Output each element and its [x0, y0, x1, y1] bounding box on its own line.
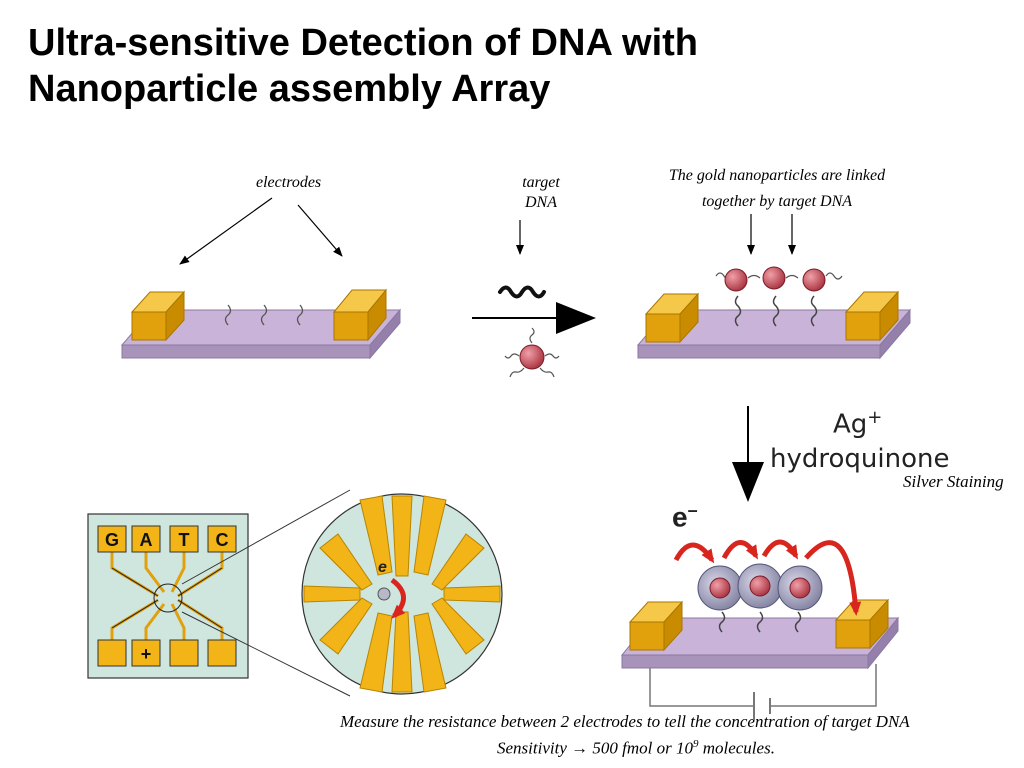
chip-pad-G: G [97, 525, 127, 553]
chip-array: G A T C + [87, 513, 249, 679]
gold-label-line2: together by target DNA [701, 193, 853, 210]
sensitivity-caption: Sensitivity → 500 fmol or 109 molecules. [497, 738, 775, 759]
silver-stained-device [620, 539, 900, 720]
chip-pad-A-label: A [140, 530, 153, 550]
chip-pad-T: T [169, 525, 199, 553]
electrodes-pointer-right [297, 204, 343, 257]
substrate-front [121, 344, 371, 359]
dna-link [785, 274, 799, 279]
gold-nanoparticle [762, 266, 786, 290]
electrodes-label: electrodes [256, 174, 322, 191]
target-dna-label-line1: target [522, 174, 560, 191]
zoom-line-top [181, 489, 351, 585]
magnified-electron-arrow [390, 577, 406, 619]
staining-arrow-head [732, 462, 764, 502]
dna-link [772, 295, 780, 327]
target-dna-strand-icon [498, 285, 546, 299]
probe-strand [224, 304, 232, 326]
measure-caption: Measure the resistance between 2 electro… [340, 712, 910, 731]
sensitivity-exponent: 9 [692, 738, 699, 750]
electron-superscript: – [687, 500, 698, 520]
reaction-arrow-head [556, 302, 596, 334]
chip-pad-plus-label: + [141, 644, 152, 664]
ag-ion-label: Ag+ [833, 407, 882, 440]
chip-pad-bottom [169, 639, 199, 667]
title-line-2: Nanoparticle assembly Array [28, 68, 551, 110]
chip-sensing-region [153, 583, 183, 613]
hydroquinone-label: hydroquinone [770, 444, 950, 474]
electron-hop-arrow [804, 540, 862, 616]
electrode-left [628, 600, 684, 652]
substrate-side [369, 308, 401, 360]
electron-e: e [672, 501, 688, 533]
gold-nanoparticle [802, 268, 826, 292]
chip-pad-G-label: G [105, 530, 119, 550]
dna-link [825, 272, 843, 280]
electron-hop-arrow [721, 540, 759, 560]
gold-nanoparticle [724, 268, 748, 292]
electrode-right [834, 598, 890, 650]
gold-nanoparticle [749, 575, 771, 597]
measurement-circuit [649, 668, 754, 707]
probe-strand [296, 304, 304, 326]
electron-hop-arrow [761, 539, 799, 560]
magnified-electrode-view: e [301, 493, 503, 695]
chip-lead-wires [111, 567, 223, 629]
dna-link [734, 295, 742, 327]
sensitivity-arrow: → [571, 738, 589, 758]
chip-pad-plus: + [131, 639, 161, 667]
sensitivity-mid: 500 fmol or 10 [588, 738, 693, 758]
gold-nanoparticles-label: The gold nanoparticles are linked togeth… [640, 163, 914, 215]
sensitivity-prefix: Sensitivity [497, 738, 572, 758]
magnified-nanoparticle [377, 587, 391, 601]
chip-pad-C: C [207, 525, 237, 553]
electron-label: e– [672, 500, 698, 533]
linked-nanoparticle-device [636, 266, 912, 360]
slide-title: Ultra-sensitive Detection of DNA with Na… [28, 20, 698, 112]
electrode-right [332, 288, 388, 342]
ag-superscript: + [867, 407, 883, 428]
chip-pad-A: A [131, 525, 161, 553]
zoom-line-bottom [181, 611, 351, 697]
silver-staining-label: Silver Staining [903, 472, 1004, 491]
target-dna-label-line2: DNA [525, 194, 557, 211]
chip-pad-bottom [97, 639, 127, 667]
chip-pad-bottom [207, 639, 237, 667]
ag-text: Ag [833, 409, 868, 440]
electrode-left [130, 290, 186, 342]
probe-strand [260, 304, 268, 326]
measurement-circuit [770, 664, 877, 707]
magnified-electron-label: e [378, 559, 387, 576]
sensitivity-suffix: molecules. [698, 738, 775, 758]
probe-nanoparticle-icon [504, 327, 560, 378]
dna-link [810, 295, 818, 327]
gold-nanoparticle [789, 577, 811, 599]
electrode-left [644, 292, 700, 344]
bare-electrode-device [120, 288, 402, 360]
chip-pad-T-label: T [179, 530, 190, 550]
title-line-1: Ultra-sensitive Detection of DNA with [28, 22, 699, 64]
gold-nanoparticle [709, 577, 731, 599]
electron-hop-arrow [673, 542, 715, 564]
electrode-right [844, 290, 900, 342]
dna-link [747, 274, 761, 279]
gold-label-line1: The gold nanoparticles are linked [668, 167, 886, 184]
chip-pad-C-label: C [216, 530, 229, 550]
target-dna-label: target DNA [512, 173, 570, 213]
electrodes-pointer-left [179, 197, 273, 265]
magnified-electrode-fingers [303, 495, 501, 693]
